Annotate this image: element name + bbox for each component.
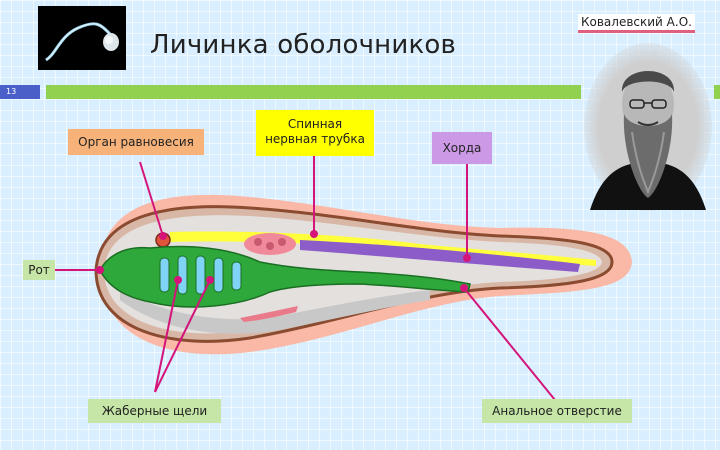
label-neural-tube: Спинная нервная трубка (256, 110, 374, 156)
larva-photo (38, 6, 126, 70)
label-gill-slits: Жаберные щели (88, 399, 221, 423)
label-mouth: Рот (23, 260, 55, 280)
pointer-anus (463, 287, 556, 401)
slide-number: 13 (0, 85, 40, 99)
author-portrait (582, 42, 714, 212)
label-balance-organ: Орган равновесия (68, 129, 204, 155)
author-caption: Ковалевский А.О. (578, 14, 695, 33)
pointer-gill-2 (154, 279, 211, 393)
label-anus: Анальное отверстие (482, 399, 632, 423)
slide-title: Личинка оболочников (150, 30, 456, 60)
lower-body (120, 290, 430, 334)
endostyle (240, 306, 298, 322)
notochord (300, 240, 580, 272)
header-divider-end (714, 85, 720, 99)
label-chord: Хорда (432, 132, 492, 164)
header-divider (46, 85, 581, 99)
pointer-gill-1 (154, 279, 179, 393)
pointer-balance (139, 161, 164, 237)
